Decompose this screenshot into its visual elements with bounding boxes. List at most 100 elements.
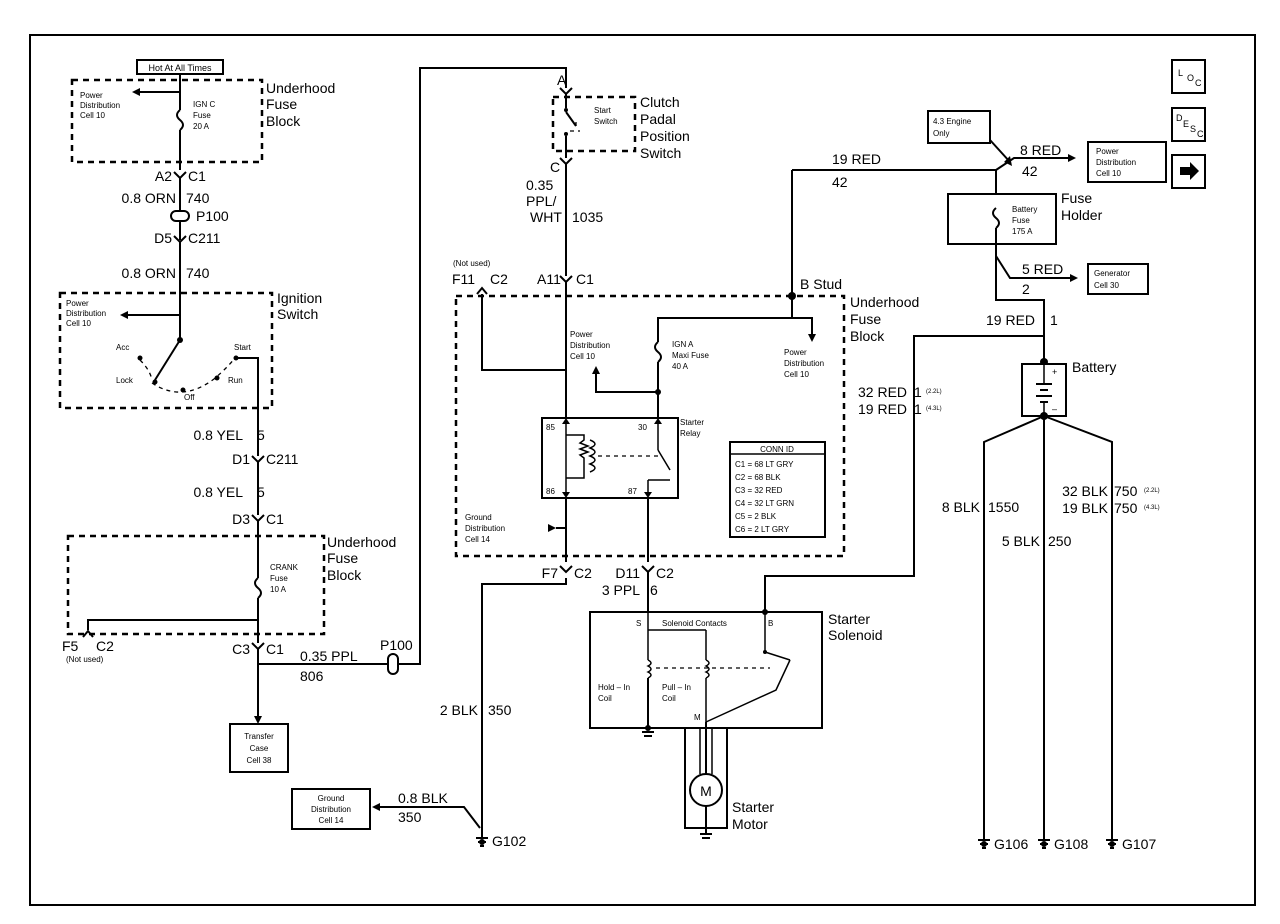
fuse-holder-1: Fuse [1061, 190, 1092, 206]
g102-label: G102 [492, 833, 526, 849]
pin-86: 86 [546, 487, 555, 496]
ground-symbol-solenoid [642, 731, 654, 737]
g106-label: G106 [994, 836, 1028, 852]
not-used-center: (Not used) [453, 259, 491, 268]
ign-switch-l1: Ignition [277, 290, 322, 306]
pd-ul-1: Power [80, 91, 103, 100]
p100-connector-lower [387, 653, 399, 675]
relay-coil-symbol [587, 439, 596, 473]
wire-32blk-spec: (2.2L) [1144, 488, 1160, 494]
next-page-button[interactable] [1171, 154, 1206, 189]
wire-350-b: 350 [488, 702, 512, 718]
ign-a-maxi-fuse-symbol [654, 341, 662, 363]
start-label: Start [234, 343, 252, 352]
pin-s: S [636, 619, 641, 628]
ign-switch-l2: Switch [277, 306, 318, 322]
underhood-fuse-block-upper [70, 78, 264, 164]
starter-relay-1: Starter [680, 418, 704, 427]
connector-d3-c1 [251, 514, 265, 523]
power-distribution-right-box[interactable] [1087, 141, 1167, 183]
not-used-lower: (Not used) [66, 655, 104, 664]
pd-c-2: Distribution [570, 341, 610, 350]
starter-motor-2: Motor [732, 816, 768, 832]
starter-relay-2: Relay [680, 429, 700, 438]
c1-center-label: C1 [576, 271, 594, 287]
ground-distribution-box[interactable] [291, 788, 371, 830]
transfer-3: Cell 38 [247, 756, 272, 765]
pd-c-1: Power [570, 330, 593, 339]
ground-symbol-g108 [1038, 839, 1050, 849]
engine-1: 4.3 Engine [933, 117, 972, 126]
pull-in-2: Coil [662, 694, 676, 703]
start-switch-1: Start [594, 106, 612, 115]
transfer-case-box[interactable] [229, 723, 289, 773]
solenoid-l1: Starter [828, 611, 870, 627]
clutch-c-label: C [550, 159, 560, 175]
connector-f5-c2 [82, 629, 94, 638]
starter-motor-1: Starter [732, 799, 774, 815]
off-label: Off [184, 393, 195, 402]
pd-ul-2: Distribution [80, 101, 120, 110]
hold-in-1: Hold – In [598, 683, 630, 692]
ufb-center-l2: Fuse [850, 311, 881, 327]
clutch-l3: Position [640, 128, 690, 144]
maxi-3: 40 A [672, 362, 689, 371]
connector-f11-c2 [476, 286, 488, 295]
ign-switch-blade [154, 339, 181, 381]
ufb-upper-l3: Block [266, 113, 301, 129]
wire-035: 0.35 [526, 177, 553, 193]
starter-relay-box [541, 417, 679, 499]
ufb-upper-l1: Underhood [266, 80, 335, 96]
maxi-1: IGN A [672, 340, 694, 349]
wire-1-b: 1 [1050, 312, 1058, 328]
connector-d1-c211 [251, 455, 265, 464]
pd-r-2: Distribution [784, 359, 824, 368]
pin-30: 30 [638, 423, 647, 432]
crank-fuse-symbol [254, 577, 262, 599]
ufb-center-l1: Underhood [850, 294, 919, 310]
wire-740-b: 740 [186, 265, 210, 281]
generator-box[interactable] [1087, 263, 1149, 295]
desc-button[interactable]: D E S C [1171, 107, 1206, 142]
pin-87: 87 [628, 487, 637, 496]
c211-upper-label: C211 [188, 230, 221, 246]
pd-ign-3: Cell 10 [66, 319, 91, 328]
wire-08blk: 0.8 BLK [398, 790, 448, 806]
conn-id-table [729, 441, 826, 538]
gd-c-2: Distribution [465, 524, 505, 533]
fuse-holder-box [947, 193, 1057, 245]
arrow-up-icon [592, 366, 600, 374]
c211-mid-label: C211 [266, 451, 299, 467]
arrow-down-icon [808, 334, 816, 342]
transfer-1: Transfer [244, 732, 274, 741]
hold-in-2: Coil [598, 694, 612, 703]
ign-c-1: IGN C [193, 100, 215, 109]
wire-250: 250 [1048, 533, 1072, 549]
conn-id-row-2: C2 = 68 BLK [735, 473, 781, 482]
wire-wht: WHT [530, 209, 562, 225]
p100-upper-label: P100 [196, 208, 229, 224]
underhood-fuse-block-center [454, 294, 846, 558]
pull-in-coil-symbol [704, 659, 710, 679]
battery-label: Battery [1072, 359, 1116, 375]
c1-lower-label: C1 [266, 641, 284, 657]
pd-r2-3: Cell 10 [1096, 169, 1121, 178]
conn-id-row-3: C3 = 32 RED [735, 486, 783, 495]
a11-label: A11 [537, 271, 561, 287]
wire-5-b: 5 [257, 484, 265, 500]
d3-label: D3 [232, 511, 250, 527]
wire-32blk: 32 BLK [1062, 483, 1109, 499]
pin-m: M [694, 713, 701, 722]
d1-label: D1 [232, 451, 250, 467]
conn-id-row-5: C5 = 2 BLK [735, 512, 777, 521]
clutch-l2: Padal [640, 111, 676, 127]
wire-ppl: PPL/ [526, 193, 556, 209]
wire-32red: 32 RED [858, 384, 907, 400]
loc-l: L [1178, 68, 1183, 78]
loc-button[interactable]: L O C [1171, 59, 1206, 94]
wire-1-19red: 1 [914, 401, 922, 417]
gnd-1: Ground [318, 794, 345, 803]
pd-r2-2: Distribution [1096, 158, 1136, 167]
wire-740-a: 740 [186, 190, 210, 206]
